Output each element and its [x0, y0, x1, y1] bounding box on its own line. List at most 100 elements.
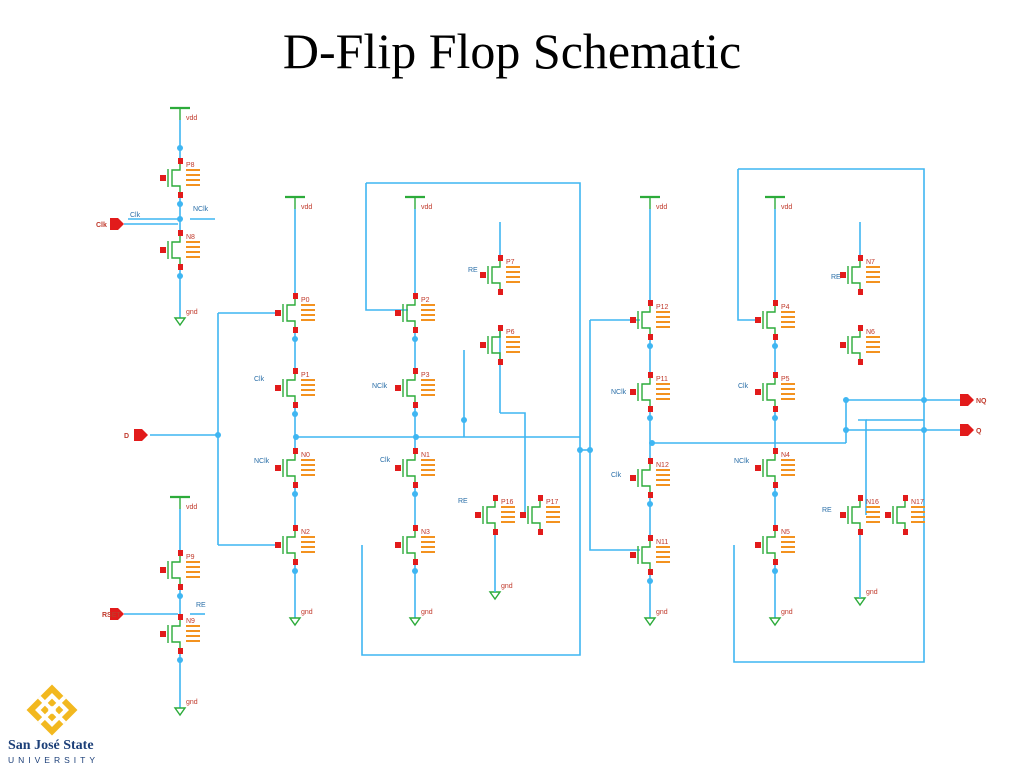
- transistor-label-13: P11: [656, 376, 668, 383]
- transistor-26: [851, 501, 861, 529]
- gnd-label-20: gnd: [501, 583, 513, 590]
- gate-pin-13: [630, 389, 636, 395]
- transistor-label-6: N0: [301, 452, 310, 459]
- reset-port: RSET: [102, 608, 124, 620]
- gate-pin-10: [395, 465, 401, 471]
- net-label-re-5: RE: [822, 507, 832, 514]
- transistor-label-21: P6: [506, 329, 515, 336]
- vdd-label-1: vdd: [186, 504, 197, 511]
- transistor-4: [286, 299, 296, 327]
- nq-port-label: NQ: [976, 398, 987, 405]
- transistor-label-7: N2: [301, 529, 310, 536]
- net-label-nclk-5: NClk: [734, 458, 750, 465]
- transistor-8: [406, 299, 416, 327]
- gate-pin-20: [480, 272, 486, 278]
- d-port: D: [124, 429, 148, 441]
- net-label-re-3: RE: [458, 498, 468, 505]
- net-label-clk-4: Clk: [611, 472, 622, 479]
- transistor-label-1: N8: [186, 234, 195, 241]
- gnd-label-5: gnd: [781, 609, 793, 616]
- transistor-label-18: N4: [781, 452, 790, 459]
- net-label-re-4: RE: [831, 274, 841, 281]
- transistor-label-9: P3: [421, 372, 430, 379]
- gate-pin-23: [840, 342, 846, 348]
- vdd-label-0: vdd: [186, 115, 197, 122]
- d-port-label: D: [124, 433, 129, 440]
- transistor-label-0: P8: [186, 162, 195, 169]
- net-label-re-2: RE: [468, 267, 478, 274]
- transistor-17: [766, 378, 776, 406]
- transistor-6: [286, 454, 296, 482]
- gate-pin-17: [755, 389, 761, 395]
- transistor-5: [286, 374, 296, 402]
- transistor-14: [641, 464, 651, 492]
- clk-port: Clk: [96, 218, 124, 230]
- ground-1: [173, 707, 187, 717]
- transistor-25: [531, 501, 541, 529]
- net-label-re: RE: [196, 602, 206, 609]
- transistor-label-22: N7: [866, 259, 875, 266]
- transistor-label-12: P12: [656, 304, 669, 311]
- gate-pin-6: [275, 465, 281, 471]
- transistor-label-23: N6: [866, 329, 875, 336]
- transistor-0: [171, 164, 181, 192]
- gate-pin-26: [840, 512, 846, 518]
- signal-wires: [124, 218, 960, 615]
- gnd-label-3: gnd: [421, 609, 433, 616]
- net-label-nclk-2: NClk: [254, 458, 270, 465]
- gate-pin-5: [275, 385, 281, 391]
- transistor-label-25: P17: [546, 499, 559, 506]
- gate-pin-24: [475, 512, 481, 518]
- vdd-label-4: vdd: [656, 204, 667, 211]
- transistor-18: [766, 454, 776, 482]
- clk-port-label: Clk: [96, 222, 107, 229]
- feedback-wires: [361, 168, 925, 663]
- transistor-27: [896, 501, 906, 529]
- slide-title: D-Flip Flop Schematic: [282, 23, 742, 79]
- logo-name: San José State: [8, 738, 94, 753]
- transistor-15: [641, 541, 651, 569]
- gate-pin-18: [755, 465, 761, 471]
- transistor-13: [641, 378, 651, 406]
- transistor-3: [171, 620, 181, 648]
- vdd-label-3: vdd: [421, 204, 432, 211]
- transistor-label-19: N5: [781, 529, 790, 536]
- transistor-24: [486, 501, 496, 529]
- transistor-label-8: P2: [421, 297, 430, 304]
- transistor-label-16: P4: [781, 304, 790, 311]
- ground-0: [173, 317, 187, 327]
- gate-pin-8: [395, 310, 401, 316]
- ground-3: [408, 617, 422, 627]
- transistor-20: [491, 261, 501, 289]
- transistor-label-26: N16: [866, 499, 879, 506]
- transistor-label-2: P9: [186, 554, 195, 561]
- transistor-11: [406, 531, 416, 559]
- q-port-label: Q: [976, 428, 982, 435]
- gate-pin-22: [840, 272, 846, 278]
- transistor-7: [286, 531, 296, 559]
- transistor-label-15: N11: [656, 539, 668, 546]
- gate-pin-9: [395, 385, 401, 391]
- ground-20: [488, 591, 502, 601]
- gnd-label-1: gnd: [186, 699, 198, 706]
- transistor-19: [766, 531, 776, 559]
- gate-pin-25: [520, 512, 526, 518]
- gate-pin-3: [160, 631, 166, 637]
- transistor-2: [171, 556, 181, 584]
- transistor-1: [171, 236, 181, 264]
- ports: Clk D RSET NQ Q: [96, 218, 987, 620]
- gnd-label-4: gnd: [656, 609, 668, 616]
- transistor-label-3: N9: [186, 618, 195, 625]
- transistor-21: [491, 331, 501, 359]
- transistor-stacks: vddP8N8gndvddP9N9gndvddP0P1N0N2gndvddP2P…: [160, 106, 927, 717]
- transistor-10: [406, 454, 416, 482]
- transistor-label-4: P0: [301, 297, 310, 304]
- ground-4: [643, 617, 657, 627]
- university-logo: [26, 684, 78, 736]
- transistor-label-14: N12: [656, 462, 669, 469]
- gate-pin-7: [275, 542, 281, 548]
- net-label-clk-3: Clk: [380, 457, 391, 464]
- transistor-label-10: N1: [421, 452, 430, 459]
- gate-pin-2: [160, 567, 166, 573]
